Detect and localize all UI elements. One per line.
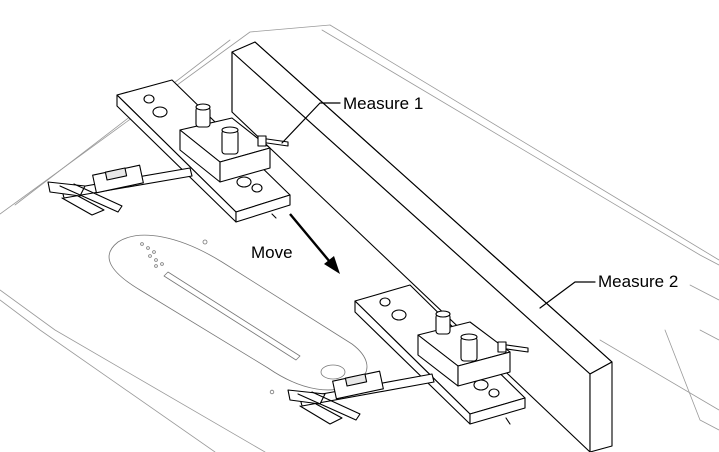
digital-caliper-1 <box>48 165 192 215</box>
digital-caliper-2 <box>288 371 434 424</box>
measure-2-label: Measure 2 <box>598 272 679 291</box>
measuring-jig-1 <box>117 80 290 222</box>
move-label: Move <box>251 243 293 262</box>
leader-lines <box>282 103 595 308</box>
move-arrow-icon <box>290 214 340 274</box>
measure-1-label: Measure 1 <box>343 94 424 113</box>
saw-table <box>0 25 719 452</box>
